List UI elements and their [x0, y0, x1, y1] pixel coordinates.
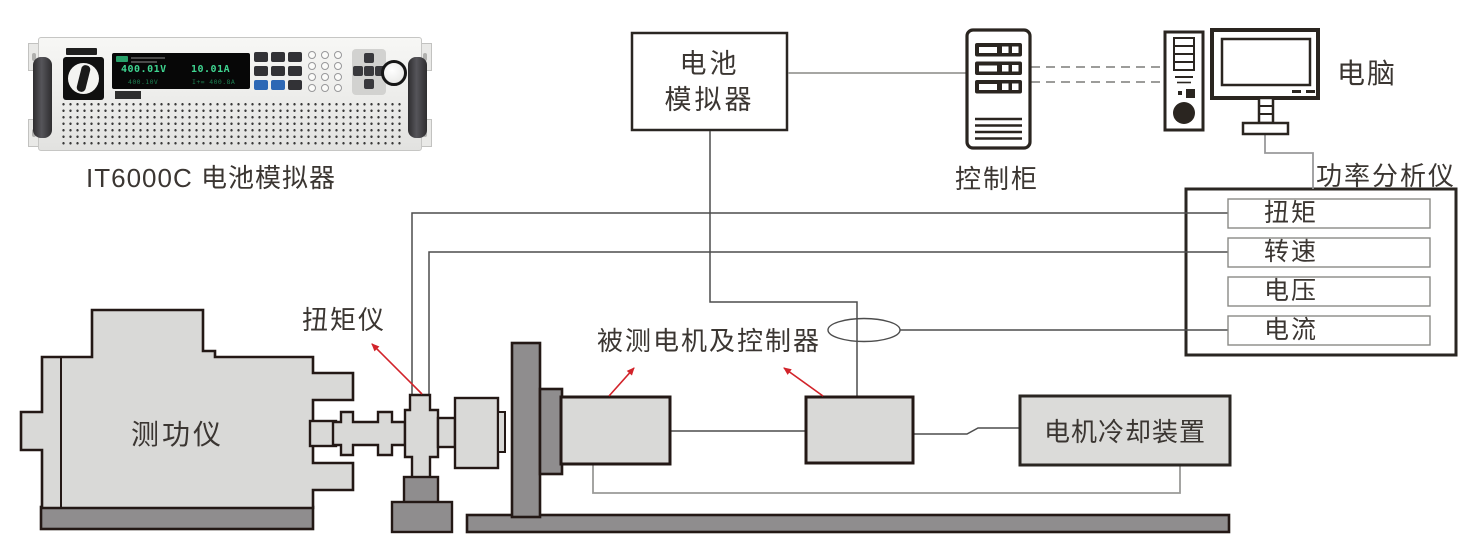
power-label-bar [66, 48, 97, 55]
channel-voltage-label: 电压 [1263, 277, 1318, 305]
coupling-block [453, 396, 500, 470]
mounting-post [510, 341, 542, 519]
channel-box-voltage [1227, 276, 1431, 307]
monitor-base [1241, 121, 1290, 136]
display-current-secondary: I+= 400.8A [192, 78, 236, 86]
numeric-keypad [308, 51, 349, 95]
dynamometer-shaft [308, 419, 338, 448]
rotary-switch-face [68, 63, 99, 94]
tower-power-button [1173, 102, 1195, 124]
channel-box-speed [1227, 237, 1431, 268]
channel-box-torque [1227, 198, 1431, 229]
torque-meter-label: 扭矩仪 [302, 305, 387, 335]
battery-simulator-box-label: 电池 模拟器 [632, 33, 787, 130]
computer-label: 电脑 [1337, 58, 1398, 89]
it6000c-device-image: 400.01V 10.01A 400.10V I+= 400.8A [28, 33, 432, 154]
channel-current-label: 电流 [1263, 316, 1318, 344]
display-current: 10.01A [191, 64, 231, 75]
torque-meter-pedestal-upper [402, 475, 440, 505]
cabinet-vent-lines [975, 117, 1022, 140]
rotary-switch-knob [75, 64, 92, 93]
motor-under-test-label: 被测电机及控制器 [597, 326, 822, 356]
cooling-loop-line [592, 465, 1181, 494]
battery-simulator-box [630, 31, 789, 132]
cooling-device-box [1018, 394, 1232, 467]
server-unit-3 [975, 80, 1022, 94]
ventilation-grille [60, 101, 404, 147]
rack-handle-right [408, 57, 427, 138]
server-unit-1 [975, 43, 1022, 57]
monitor-screen [1220, 37, 1312, 87]
rack-handle-left [33, 57, 52, 138]
dynamometer-base [39, 505, 315, 531]
display-voltage-secondary: 400.10V [128, 78, 159, 86]
dynamometer-body [19, 308, 355, 510]
pc-tower-icon [1163, 30, 1205, 132]
speed-signal-line [428, 251, 1228, 397]
itech-logo [116, 56, 128, 62]
monitor-stand [1257, 96, 1275, 125]
monitor-icon [1210, 28, 1320, 136]
display-model-line [131, 57, 165, 59]
shaft-coupling [331, 410, 407, 457]
mounting-flange [538, 387, 564, 476]
device-display: 400.01V 10.01A 400.10V I+= 400.8A [112, 53, 250, 89]
motor-under-test [559, 395, 672, 466]
torque-meter-callout-arrow [371, 343, 423, 395]
display-tab [115, 91, 141, 99]
battery-simulator-line1: 电池 [679, 48, 740, 79]
torque-meter-pedestal-lower [390, 500, 454, 534]
motor-controller [804, 395, 915, 465]
cooling-device-label: 电机冷却装置 [1043, 417, 1206, 447]
it6000c-caption: IT6000C 电池模拟器 [86, 163, 336, 193]
battery-to-controller-line [709, 131, 858, 396]
coupling-stub [436, 416, 457, 449]
adjust-knob [381, 60, 407, 86]
control-cabinet-label: 控制柜 [955, 164, 1040, 194]
channel-speed-label: 转速 [1263, 238, 1318, 266]
display-voltage: 400.01V [121, 64, 167, 75]
controller-to-cooling-line [913, 427, 1020, 435]
channel-torque-label: 扭矩 [1263, 199, 1318, 227]
bench-base-plate [465, 513, 1231, 534]
arrow-key-cluster [352, 49, 386, 95]
function-button-grid [254, 52, 304, 92]
power-rotary-switch [63, 57, 104, 100]
display-model-line [131, 61, 157, 63]
battery-simulator-line2: 模拟器 [664, 84, 755, 115]
pc-to-analyzer-line [1264, 134, 1314, 189]
torque-signal-line [411, 212, 1228, 397]
coupling-plate [497, 411, 506, 453]
torque-meter-body [403, 393, 440, 480]
control-cabinet-icon [965, 28, 1032, 150]
dynamometer-label: 测功仪 [130, 419, 224, 450]
motor-callout-arrow [608, 367, 635, 397]
current-clamp-ellipse [827, 317, 901, 343]
controller-callout-arrow [783, 367, 824, 397]
channel-box-current [1227, 315, 1431, 346]
server-unit-2 [975, 61, 1022, 75]
power-analyzer-label: 功率分析仪 [1316, 161, 1457, 191]
